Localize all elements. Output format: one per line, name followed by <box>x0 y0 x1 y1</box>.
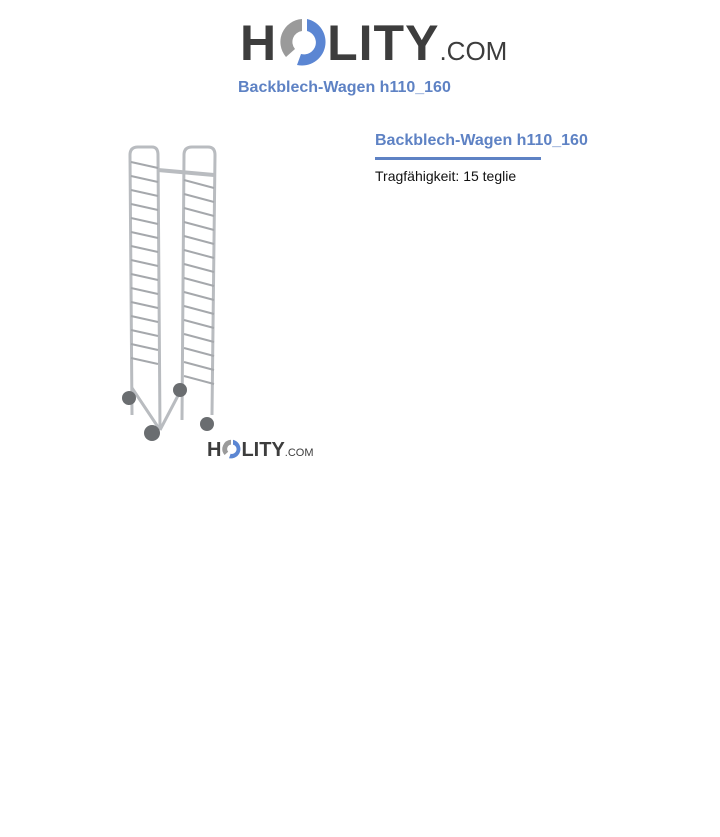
watermark-letters-lity: LITY <box>241 439 285 461</box>
tray-trolley-icon <box>122 145 217 441</box>
watermark-ring-icon <box>222 439 241 459</box>
product-title: Backblech-Wagen h110_160 <box>375 132 588 149</box>
watermark-letter-h: H <box>207 439 222 461</box>
watermark-logo: H LITY .COM <box>207 438 314 460</box>
product-spec: Tragfähigkeit: 15 teglie <box>375 168 517 184</box>
holity-logo[interactable]: H LITY .COM <box>240 12 507 68</box>
logo-letters-lity: LITY <box>327 15 440 71</box>
product-image <box>100 130 320 470</box>
logo-ring-icon <box>280 19 326 66</box>
product-info: Backblech-Wagen h110_160 Tragfähigkeit: … <box>375 132 588 184</box>
watermark-domain: .COM <box>284 447 314 459</box>
logo-domain: .COM <box>439 36 508 66</box>
logo-letter-h: H <box>240 15 278 71</box>
page-title: Backblech-Wagen h110_160 <box>238 79 451 96</box>
title-underline <box>375 157 541 160</box>
